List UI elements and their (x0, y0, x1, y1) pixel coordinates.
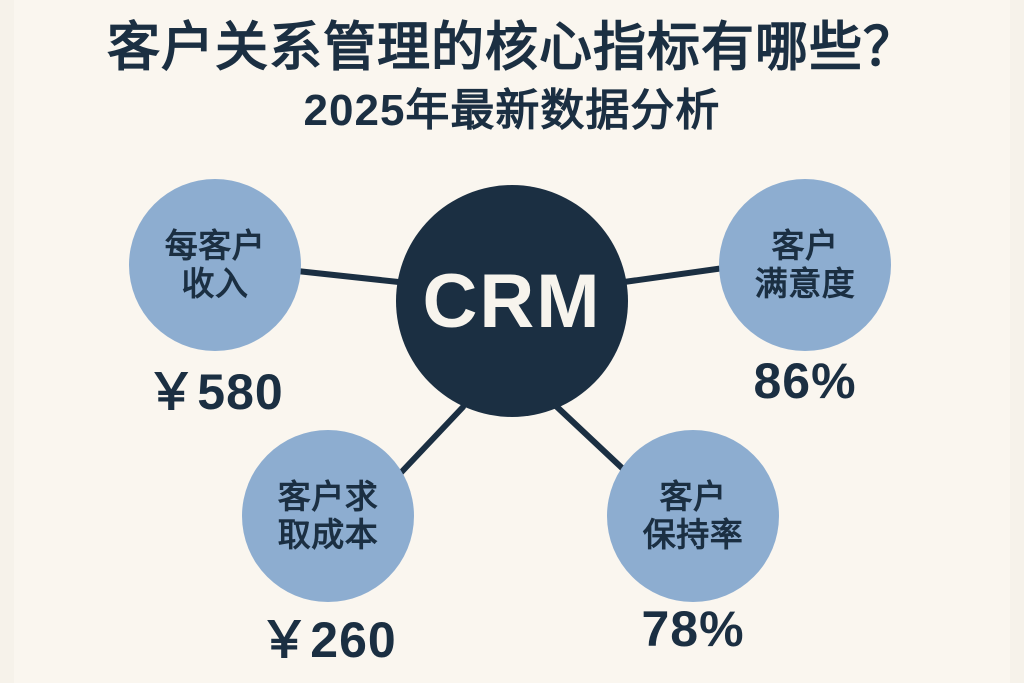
metric-label-retention: 客户 保持率 (642, 478, 744, 553)
connector-hub-to-arpu (294, 268, 411, 286)
metric-label-arpu: 每客户 收入 (164, 227, 266, 302)
right-edge-strip (1010, 0, 1024, 683)
metric-value-cac: ￥260 (259, 612, 397, 668)
hub-label: CRM (422, 258, 602, 344)
page-title: 客户关系管理的核心指标有哪些？ (107, 18, 917, 77)
page-subtitle: 2025年最新数据分析 (303, 86, 721, 136)
metric-node-arpu[interactable]: 每客户 收入 (129, 179, 301, 351)
metric-label-csat: 客户 满意度 (754, 227, 856, 302)
metric-node-csat[interactable]: 客户 满意度 (719, 179, 891, 351)
connector-hub-to-cac (391, 404, 466, 483)
metric-label-cac: 客户求 取成本 (277, 478, 379, 553)
metric-value-retention: 78% (641, 601, 745, 657)
metric-value-csat: 86% (753, 353, 857, 409)
connector-hub-to-csat (614, 264, 734, 286)
heading-block: 客户关系管理的核心指标有哪些？ 2025年最新数据分析 (0, 18, 1024, 136)
left-edge-strip (0, 0, 14, 683)
metric-value-arpu: ￥580 (146, 364, 284, 420)
metric-node-cac[interactable]: 客户求 取成本 (242, 430, 414, 602)
metric-node-retention[interactable]: 客户 保持率 (607, 430, 779, 602)
hub-node-crm[interactable]: CRM (396, 185, 628, 417)
